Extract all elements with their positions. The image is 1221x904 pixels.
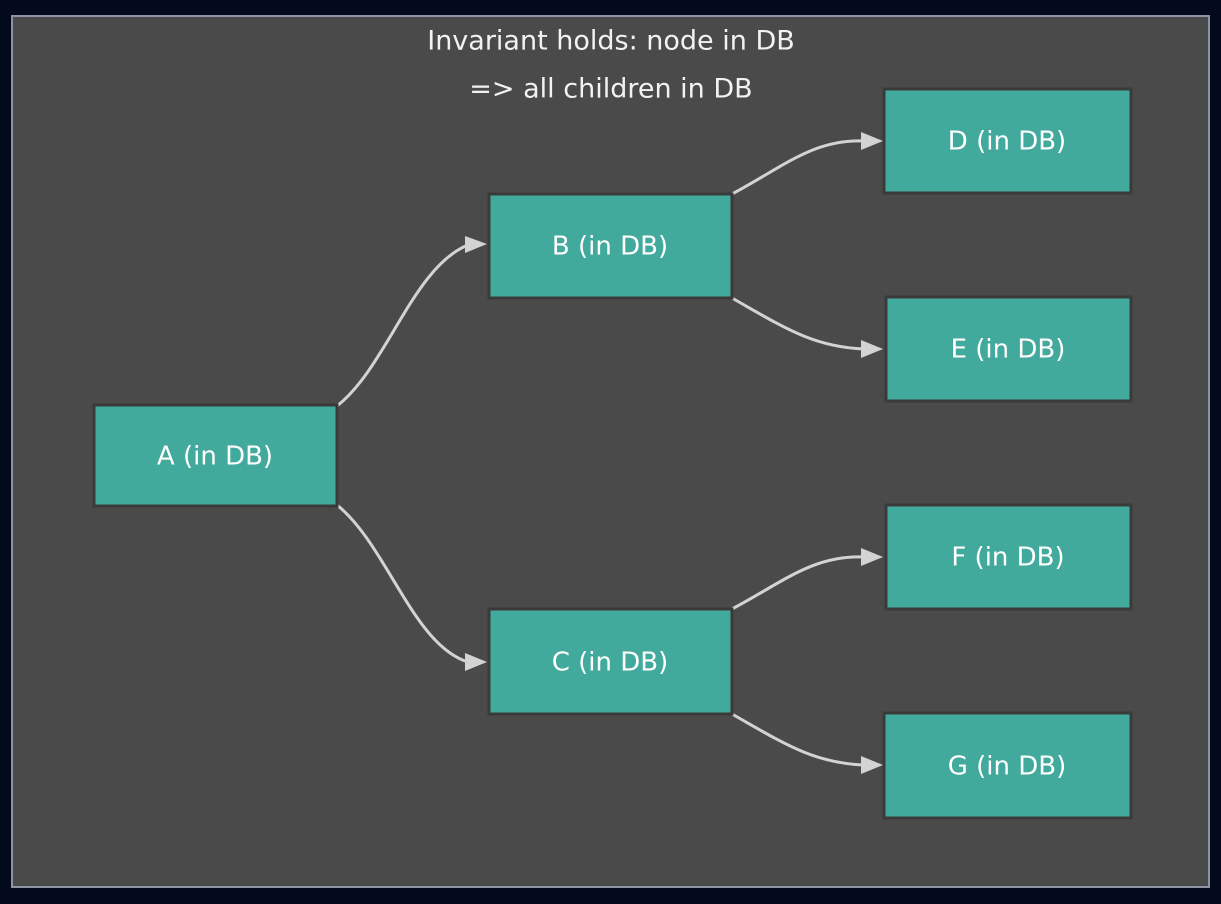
node-c[interactable]: C (in DB) <box>487 607 734 716</box>
diagram-title-line-1: Invariant holds: node in DB <box>427 26 795 57</box>
node-c-box[interactable] <box>487 607 734 716</box>
node-g[interactable]: G (in DB) <box>882 711 1133 820</box>
edge-b-to-e <box>730 296 883 358</box>
node-f-box[interactable] <box>884 503 1133 611</box>
edge-c-to-g-path <box>730 712 866 767</box>
node-e-label: E (in DB) <box>951 335 1066 365</box>
node-e[interactable]: E (in DB) <box>884 295 1133 403</box>
edge-c-to-g-arrowhead <box>861 756 883 774</box>
edge-b-to-d <box>730 132 883 196</box>
node-a[interactable]: A (in DB) <box>92 403 339 508</box>
node-d-box[interactable] <box>882 87 1133 195</box>
node-f-label: F (in DB) <box>951 543 1064 573</box>
node-b-label: B (in DB) <box>552 232 668 262</box>
edge-a-to-b-arrowhead <box>465 236 487 253</box>
edge-a-to-c-arrowhead <box>465 653 487 671</box>
node-c-label: C (in DB) <box>552 648 669 678</box>
node-g-box[interactable] <box>882 711 1133 820</box>
edge-c-to-f-path <box>730 555 866 611</box>
node-g-label: G (in DB) <box>948 752 1067 782</box>
diagram-title-line-2: => all children in DB <box>469 74 752 105</box>
edge-a-to-c <box>335 503 487 671</box>
diagram-canvas[interactable]: Invariant holds: node in DB => all child… <box>11 15 1210 888</box>
diagram-graph: Invariant holds: node in DB => all child… <box>92 26 1133 820</box>
edge-c-to-g <box>730 712 883 774</box>
edge-a-to-b <box>335 236 487 408</box>
edge-a-to-c-path <box>335 503 470 664</box>
node-b-box[interactable] <box>487 192 734 300</box>
node-b[interactable]: B (in DB) <box>487 192 734 300</box>
node-f[interactable]: F (in DB) <box>884 503 1133 611</box>
node-a-label: A (in DB) <box>157 442 273 472</box>
node-d-label: D (in DB) <box>948 127 1066 157</box>
edge-a-to-b-path <box>335 243 470 408</box>
edge-b-to-e-path <box>730 296 866 351</box>
node-e-box[interactable] <box>884 295 1133 403</box>
edge-b-to-d-arrowhead <box>861 132 883 150</box>
edge-b-to-d-path <box>730 139 866 196</box>
node-a-box[interactable] <box>92 403 339 508</box>
edge-b-to-e-arrowhead <box>861 340 883 358</box>
edge-c-to-f-arrowhead <box>861 548 883 566</box>
edge-c-to-f <box>730 548 883 611</box>
node-d[interactable]: D (in DB) <box>882 87 1133 195</box>
